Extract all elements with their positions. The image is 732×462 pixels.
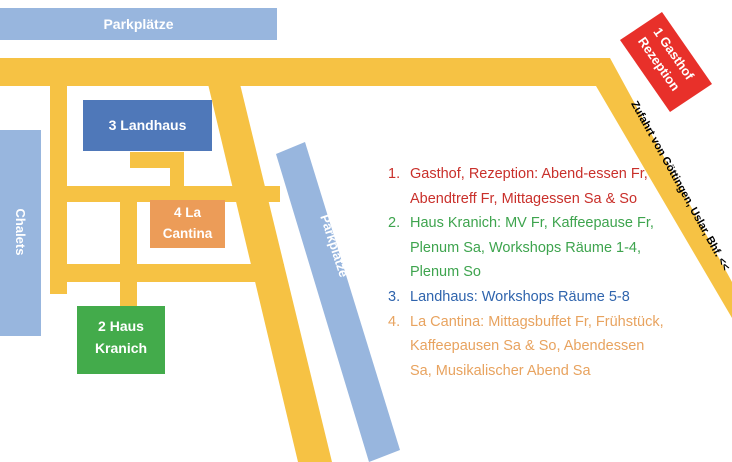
- parking-top-label: Parkplätze: [103, 16, 174, 32]
- building-landhaus: [83, 100, 212, 151]
- kranich-line-2: Kranich: [94, 340, 148, 356]
- building-cantina: [150, 200, 225, 248]
- parking-top: [0, 8, 277, 40]
- legend-text: La Cantina: Mittagsbuffet Fr, Frühstück,…: [410, 313, 664, 379]
- chalets-area: [0, 130, 41, 336]
- legend-item-kranich: 2. Haus Kranich: MV Fr, Kaffeepause Fr, …: [388, 211, 668, 285]
- legend-text: Gasthof, Rezeption: Abend-essen Fr, Aben…: [410, 166, 648, 207]
- parking-right: [276, 142, 400, 462]
- road-diagonal: [208, 84, 332, 462]
- road-connector: [50, 186, 280, 202]
- road-bottom: [50, 264, 284, 282]
- building-kranich-label: 2 Haus Kranich: [77, 315, 165, 359]
- legend-text: Haus Kranich: MV Fr, Kaffeepause Fr, Ple…: [410, 215, 654, 281]
- cantina-line-1: 4 La: [173, 205, 201, 220]
- legend-item-landhaus: 3. Landhaus: Workshops Räume 5-8: [388, 285, 668, 310]
- road-mid: [120, 186, 137, 306]
- kranich-line-1: 2 Haus: [98, 318, 144, 334]
- legend-text: Landhaus: Workshops Räume 5-8: [410, 288, 630, 305]
- legend-item-cantina: 4. La Cantina: Mittagsbuffet Fr, Frühstü…: [388, 310, 668, 384]
- building-gasthof: [620, 12, 712, 112]
- legend-number: 3.: [388, 288, 401, 305]
- main-road: [0, 58, 732, 318]
- road-inner: [130, 152, 180, 168]
- legend-number: 2.: [388, 215, 401, 232]
- chalets-label: Chalets: [13, 208, 28, 256]
- building-kranich: [77, 306, 165, 374]
- legend-number: 4.: [388, 313, 401, 330]
- legend-number: 1.: [388, 166, 401, 182]
- building-cantina-label: 4 La Cantina: [150, 202, 225, 244]
- roads: [0, 58, 732, 462]
- legend-item-gasthof: 1. Gasthof, Rezeption: Abend-essen Fr, A…: [388, 162, 668, 211]
- building-landhaus-label: 3 Landhaus: [108, 117, 187, 133]
- road-stub-cantina: [170, 152, 184, 202]
- legend-list: 1. Gasthof, Rezeption: Abend-essen Fr, A…: [388, 162, 668, 383]
- cantina-line-2: Cantina: [162, 226, 213, 241]
